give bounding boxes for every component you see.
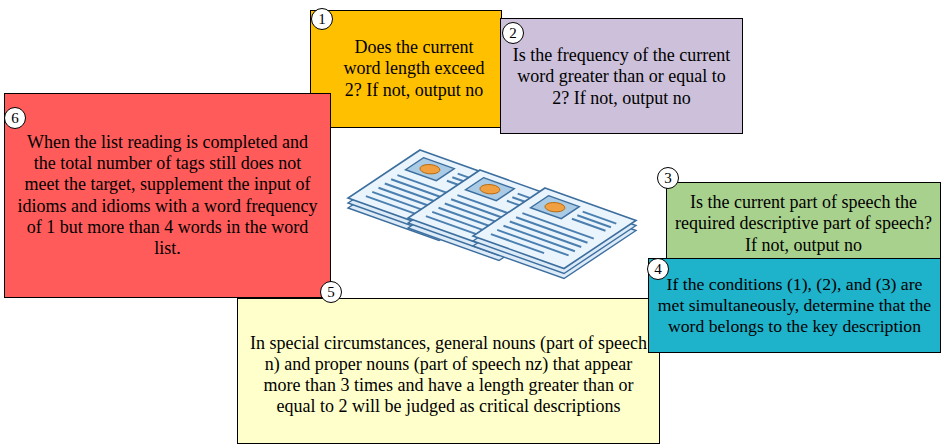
text-area: Is the frequency of the current word gre… bbox=[509, 27, 734, 127]
callout-number: 6 bbox=[11, 111, 19, 126]
text-area: Is the current part of speech the requir… bbox=[675, 189, 932, 259]
callout-circle: 6 bbox=[4, 107, 26, 129]
step-box: 3Is the current part of speech the requi… bbox=[666, 182, 941, 266]
text-area: When the list reading is completed and t… bbox=[15, 102, 320, 289]
callout-number: 1 bbox=[318, 12, 326, 27]
text-area: If the conditions (1), (2), and (3) are … bbox=[657, 265, 932, 346]
step-box: 2 Is the frequency of the current word gr… bbox=[500, 18, 743, 134]
callout-number: 2 bbox=[509, 26, 517, 41]
text-area: In special circumstances, general nouns … bbox=[248, 313, 649, 437]
callout-number: 4 bbox=[654, 262, 662, 277]
step-text: Is the current part of speech the requir… bbox=[675, 192, 932, 256]
step-box: 4If the conditions (1), (2), and (3) are… bbox=[648, 258, 941, 353]
document-stack bbox=[473, 188, 636, 279]
step-box: 1Does the current word length exceed 2? … bbox=[310, 10, 502, 128]
callout-circle: 1 bbox=[311, 8, 333, 30]
callout-number: 5 bbox=[327, 285, 335, 300]
step-text: In special circumstances, general nouns … bbox=[248, 333, 649, 418]
callout-circle: 5 bbox=[320, 281, 342, 303]
text-area: Does the current word length exceed 2? I… bbox=[335, 17, 493, 121]
step-text: Does the current word length exceed 2? I… bbox=[335, 37, 493, 101]
step-text: When the list reading is completed and t… bbox=[15, 132, 320, 259]
callout-circle: 3 bbox=[657, 167, 679, 189]
step-box: 6When the list reading is completed and … bbox=[4, 93, 331, 298]
step-text: Is the frequency of the current word gre… bbox=[509, 45, 734, 109]
callout-circle: 4 bbox=[647, 258, 669, 280]
callout-circle: 2 bbox=[502, 22, 524, 44]
step-text: If the conditions (1), (2), and (3) are … bbox=[657, 274, 932, 337]
callout-number: 3 bbox=[664, 171, 672, 186]
step-box: 5In special circumstances, general nouns… bbox=[237, 298, 660, 444]
